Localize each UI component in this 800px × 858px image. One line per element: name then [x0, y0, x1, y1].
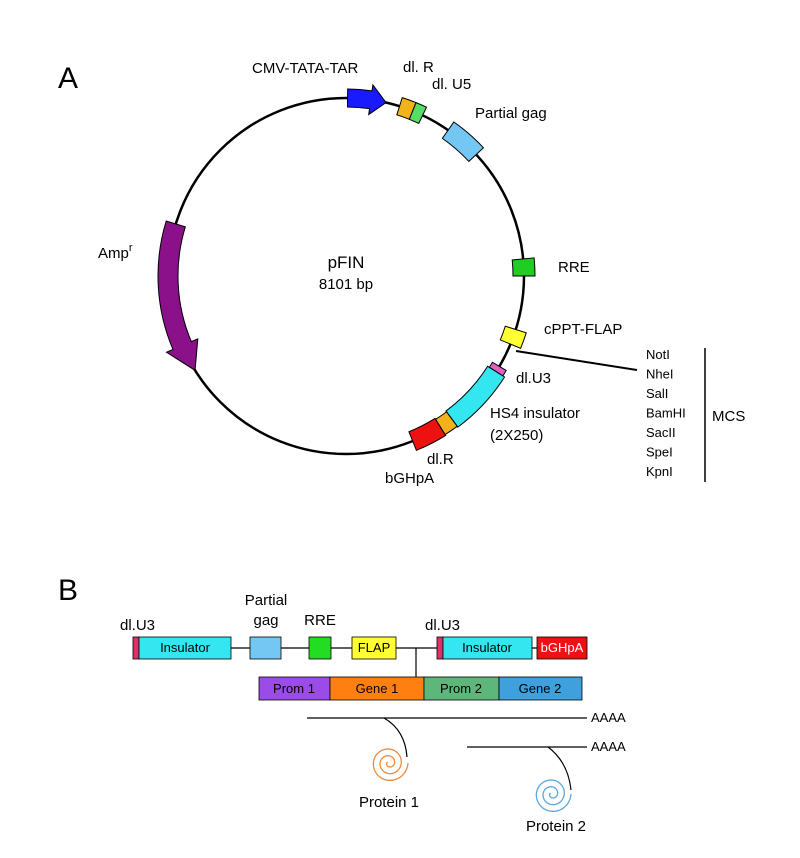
tether-1 — [383, 717, 408, 758]
cppt-label: cPPT-FLAP — [544, 321, 622, 338]
insulator-left-box — [138, 636, 232, 660]
dl-r-bottom-label: dl.R — [427, 451, 454, 468]
mcs-site-list: NotI NheI SalI BamHI SacII SpeI KpnI — [646, 347, 686, 479]
mcs-leader-line — [515, 350, 638, 371]
insulator-right-label: Insulator — [462, 640, 513, 655]
mcs-site-sali: SalI — [646, 386, 668, 401]
dl-u3-right-box — [436, 636, 444, 660]
dl-u5-label: dl. U5 — [432, 76, 471, 93]
cmv-label: CMV-TATA-TAR — [252, 60, 359, 77]
dl-u3-label: dl.U3 — [516, 370, 551, 387]
flap-box — [351, 636, 397, 660]
amp-r-arrow — [157, 220, 199, 372]
cppt-flap-arc — [499, 325, 527, 349]
partial-gag-box — [249, 636, 282, 660]
dl-u3-left-label: dl.U3 — [120, 617, 155, 634]
tether-2 — [547, 746, 572, 791]
protein-1-spiral — [372, 748, 409, 781]
protein-1-label: Protein 1 — [359, 794, 419, 811]
rre-arc — [511, 257, 536, 277]
amp-label: Ampr — [98, 242, 133, 262]
bghpa-arc — [408, 417, 447, 451]
partial-gag-label-line2: gag — [253, 612, 278, 629]
mcs-label: MCS — [712, 408, 745, 425]
partial-gag-label-line1: Partial — [245, 592, 288, 609]
bghpa-box — [536, 636, 588, 660]
gene1-label: Gene 1 — [356, 681, 399, 696]
polya-2-label: AAAA — [591, 739, 626, 754]
mcs-site-noti: NotI — [646, 347, 670, 362]
protein-2-label: Protein 2 — [526, 818, 586, 835]
dl-u3-right-label: dl.U3 — [425, 617, 460, 634]
amp-label-main: Amp — [98, 245, 129, 262]
mcs-site-nhei: NheI — [646, 367, 673, 382]
hs4-label-line2: (2X250) — [490, 427, 543, 444]
flap-label: FLAP — [358, 640, 391, 655]
plasmid-name: pFIN — [328, 253, 365, 272]
prom2-label: Prom 2 — [440, 681, 482, 696]
partial-gag-label: Partial gag — [475, 105, 547, 122]
panel-b: B Insulator FLAP Insulator bGHpA dl.U3 P… — [58, 574, 626, 835]
mcs-site-sacii: SacII — [646, 425, 676, 440]
gene2-box — [498, 676, 583, 701]
cmv-tata-tar-arrow — [346, 83, 387, 116]
insulator-right-box — [442, 636, 533, 660]
amp-label-sup: r — [129, 242, 133, 254]
dl-u5-top-box — [408, 101, 428, 125]
dl-r-label: dl. R — [403, 59, 434, 76]
panel-a-letter: A — [58, 62, 78, 95]
partial-gag-arc — [441, 121, 485, 163]
mcs-site-kpni: KpnI — [646, 464, 673, 479]
protein-2-spiral — [535, 779, 572, 812]
mcs-site-spei: SpeI — [646, 445, 673, 460]
polya-1-label: AAAA — [591, 710, 626, 725]
gene2-label: Gene 2 — [519, 681, 562, 696]
rre-label: RRE — [558, 259, 590, 276]
bghpa-box-label: bGHpA — [541, 640, 584, 655]
prom1-label: Prom 1 — [273, 681, 315, 696]
dl-u3-left-box — [132, 636, 140, 660]
plasmid-size: 8101 bp — [319, 276, 373, 293]
rre-box — [308, 636, 332, 660]
insulator-left-label: Insulator — [160, 640, 211, 655]
bghpa-label: bGHpA — [385, 470, 434, 487]
panel-a: A pFIN 8101 bp CMV-TATA-TAR dl. R dl. U5… — [58, 59, 745, 487]
rre-b-label: RRE — [304, 612, 336, 629]
hs4-label-line1: HS4 insulator — [490, 405, 580, 422]
panel-b-letter: B — [58, 574, 78, 607]
mcs-site-bamhi: BamHI — [646, 406, 686, 421]
